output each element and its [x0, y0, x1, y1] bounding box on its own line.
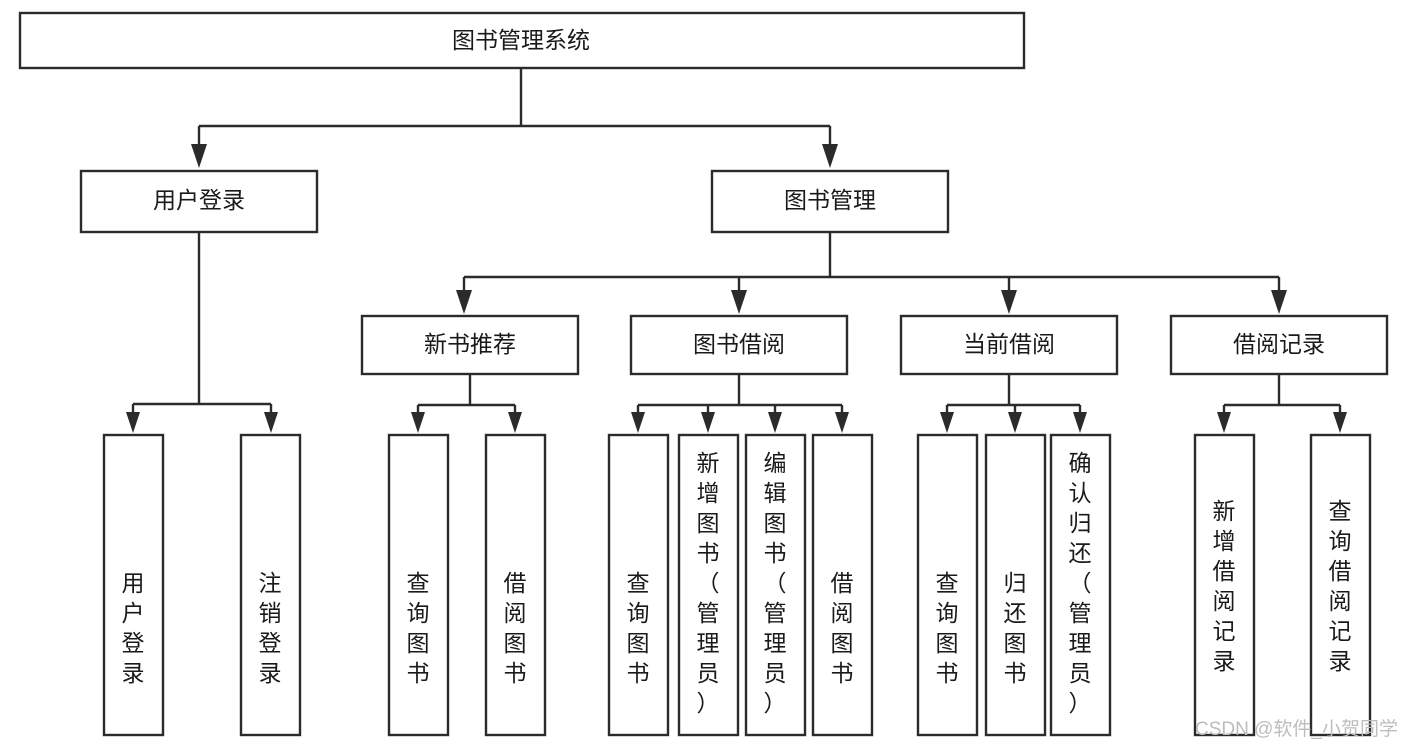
node-borrow-label: 图书借阅	[693, 331, 785, 357]
arrow-head-leaf-8	[835, 412, 849, 433]
node-leaf-2-box[interactable]	[239, 433, 302, 737]
arrow-head-bookmgmt	[822, 144, 838, 168]
arrow-head-leaf-6	[701, 412, 715, 433]
node-leaf-1-label: 用户登录	[122, 570, 145, 686]
arrow-head-borrow	[731, 290, 747, 314]
node-login[interactable]: 用户登录	[79, 169, 319, 234]
node-leaf-10[interactable]: 归还图书	[984, 433, 1047, 737]
node-leaf-9[interactable]: 查询图书	[916, 433, 979, 737]
node-leaf-4-label: 借阅图书	[504, 570, 527, 686]
node-leaf-4-box[interactable]	[484, 433, 547, 737]
arrow-head-leaf-13	[1333, 412, 1347, 433]
node-record[interactable]: 借阅记录	[1169, 314, 1389, 376]
node-leaf-8-label: 借阅图书	[831, 570, 854, 686]
connector-group-login	[126, 233, 278, 433]
connector-group-bookmgmt	[456, 233, 1287, 314]
connector-group-borrow	[631, 375, 849, 433]
node-leaf-12-label: 新增借阅记录	[1213, 498, 1236, 674]
node-login-label: 用户登录	[153, 187, 245, 213]
node-leaf-5-box[interactable]	[607, 433, 670, 737]
connector-group-newbook	[411, 375, 522, 433]
node-leaf-6[interactable]: 新增图书（管理员）	[677, 433, 740, 737]
arrow-head-current	[1001, 290, 1017, 314]
node-leaf-10-box[interactable]	[984, 433, 1047, 737]
node-leaf-3-box[interactable]	[387, 433, 450, 737]
arrow-head-login	[191, 144, 207, 168]
node-leaf-8-box[interactable]	[811, 433, 874, 737]
arrow-head-leaf-2	[264, 412, 278, 433]
node-root-box[interactable]	[18, 11, 1026, 70]
node-current-box[interactable]	[899, 314, 1119, 376]
node-leaf-8[interactable]: 借阅图书	[811, 433, 874, 737]
node-leaf-11-label: 确认归还（管理员）	[1069, 450, 1092, 716]
connector-group-current	[940, 375, 1087, 433]
arrow-head-leaf-5	[631, 412, 645, 433]
node-record-box[interactable]	[1169, 314, 1389, 376]
node-leaf-6-label: 新增图书（管理员）	[697, 450, 720, 716]
node-leaf-5[interactable]: 查询图书	[607, 433, 670, 737]
arrow-head-leaf-4	[508, 412, 522, 433]
node-leaf-11[interactable]: 确认归还（管理员）	[1049, 433, 1112, 737]
node-leaf-2[interactable]: 注销登录	[239, 433, 302, 737]
node-root-label: 图书管理系统	[452, 27, 590, 53]
node-leaf-7-box[interactable]	[744, 433, 807, 737]
arrow-head-leaf-12	[1217, 412, 1231, 433]
node-leaf-3-label: 查询图书	[407, 570, 430, 686]
node-record-label: 借阅记录	[1233, 331, 1325, 357]
node-bookmgmt-label: 图书管理	[784, 187, 876, 213]
node-leaf-10-label: 归还图书	[1004, 570, 1027, 686]
node-current[interactable]: 当前借阅	[899, 314, 1119, 376]
node-leaf-11-box[interactable]	[1049, 433, 1112, 737]
arrow-head-leaf-7	[768, 412, 782, 433]
arrow-head-leaf-9	[940, 412, 954, 433]
node-leaf-3[interactable]: 查询图书	[387, 433, 450, 737]
node-bookmgmt[interactable]: 图书管理	[710, 169, 950, 234]
node-newbook-box[interactable]	[360, 314, 580, 376]
node-newbook-label: 新书推荐	[424, 331, 516, 357]
node-current-label: 当前借阅	[963, 331, 1055, 357]
node-leaf-6-box[interactable]	[677, 433, 740, 737]
arrow-head-leaf-1	[126, 412, 140, 433]
node-leaf-1-box[interactable]	[102, 433, 165, 737]
arrow-head-leaf-3	[411, 412, 425, 433]
node-leaf-12[interactable]: 新增借阅记录	[1193, 433, 1256, 737]
connector-group-root	[191, 69, 838, 168]
arrow-head-leaf-10	[1008, 412, 1022, 433]
node-leaf-5-label: 查询图书	[627, 570, 650, 686]
node-leaf-9-box[interactable]	[916, 433, 979, 737]
node-login-box[interactable]	[79, 169, 319, 234]
node-newbook[interactable]: 新书推荐	[360, 314, 580, 376]
node-leaf-4[interactable]: 借阅图书	[484, 433, 547, 737]
node-leaf-1[interactable]: 用户登录	[102, 433, 165, 737]
node-root[interactable]: 图书管理系统	[18, 11, 1026, 70]
node-leaf-7-label: 编辑图书（管理员）	[764, 450, 787, 716]
node-bookmgmt-box[interactable]	[710, 169, 950, 234]
node-leaf-12-box[interactable]	[1193, 433, 1256, 737]
node-leaf-2-label: 注销登录	[259, 570, 282, 686]
node-leaf-7[interactable]: 编辑图书（管理员）	[744, 433, 807, 737]
csdn-watermark: CSDN @软件_小贺同学	[1195, 718, 1398, 740]
arrow-head-newbook	[456, 290, 472, 314]
node-borrow-box[interactable]	[629, 314, 849, 376]
node-leaf-9-label: 查询图书	[936, 570, 959, 686]
node-borrow[interactable]: 图书借阅	[629, 314, 849, 376]
node-leaf-13-label: 查询借阅记录	[1329, 498, 1352, 674]
node-leaf-13-box[interactable]	[1309, 433, 1372, 737]
arrow-head-record	[1271, 290, 1287, 314]
connector-group-record	[1217, 375, 1347, 433]
arrow-head-leaf-11	[1073, 412, 1087, 433]
node-leaf-13[interactable]: 查询借阅记录	[1309, 433, 1372, 737]
